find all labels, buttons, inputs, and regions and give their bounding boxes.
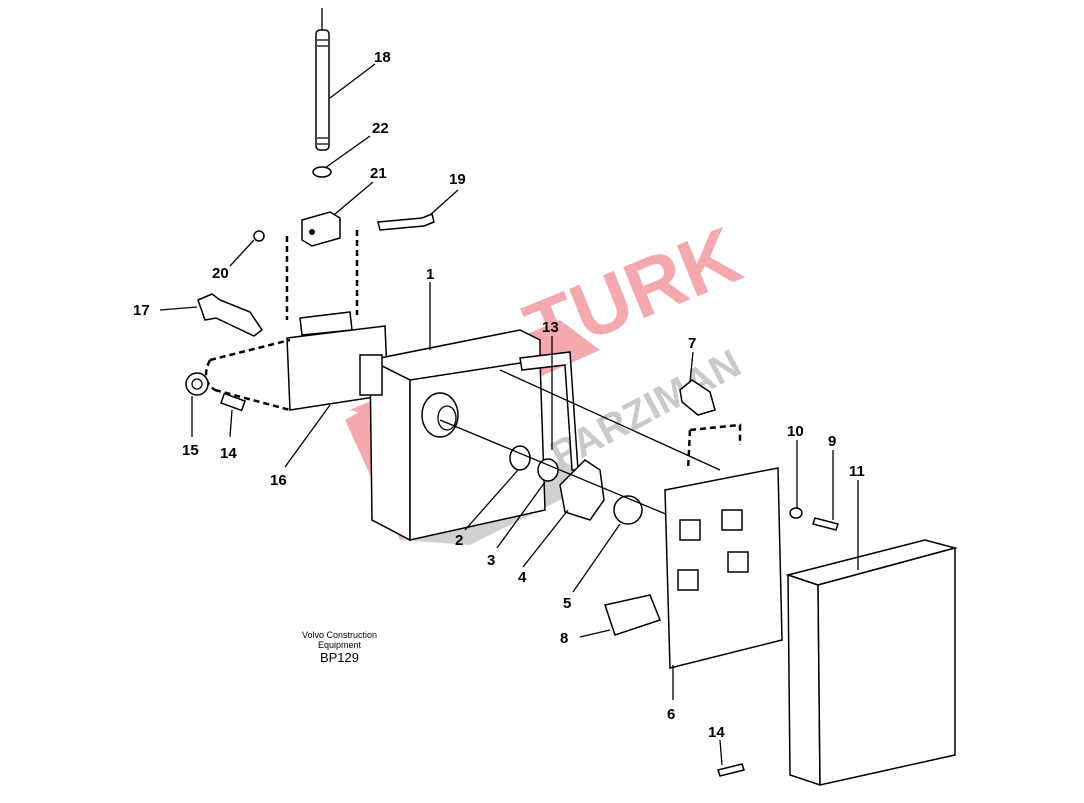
part-5-star-washer [613,495,643,525]
part-8-connector [604,594,661,636]
part-15-nut [185,372,209,396]
label-19: 19 [449,171,466,188]
label-2: 2 [455,532,463,549]
caption-line-1: Volvo Construction [301,630,378,640]
label-11: 11 [849,463,865,480]
label-5: 5 [563,595,571,612]
label-14-bottom: 14 [708,724,725,741]
label-7: 7 [688,335,696,352]
label-1: 1 [426,266,434,283]
part-2-bushing [509,445,531,471]
dashed-guide [285,230,359,320]
label-20: 20 [212,265,229,282]
leader-lines [159,63,859,766]
label-21: 21 [370,165,387,182]
label-22: 22 [372,120,389,137]
label-18: 18 [374,49,391,66]
part-18-rod [315,8,330,151]
label-8: 8 [560,630,568,647]
label-14-left: 14 [220,445,237,462]
label-9: 9 [828,433,836,450]
caption-code: BP129 [319,650,360,665]
label-3: 3 [487,552,495,569]
label-17: 17 [133,302,150,319]
part-3-washer [537,458,559,482]
label-10: 10 [787,423,804,440]
part-17-bolt [197,293,264,337]
label-13: 13 [542,319,559,336]
diagram-caption: Volvo Construction Equipment BP129 [282,630,397,666]
part-6-panel [664,467,783,669]
part-9-screw [812,517,839,531]
part-7-switch [679,379,716,416]
part-14-screw-bottom [717,763,745,777]
label-4: 4 [518,569,527,586]
part-1-housing [359,329,579,542]
part-20-nut [253,230,265,242]
part-11-cover [785,539,958,787]
label-15: 15 [182,442,199,459]
part-22-washer [312,166,332,178]
dashed-loop [204,338,291,412]
label-16: 16 [270,472,287,489]
part-14-screw-left [219,392,247,412]
caption-line-2: Equipment [317,640,362,650]
part-19-screw [377,212,435,231]
label-6: 6 [667,706,675,723]
part-10-washer [789,507,803,519]
part-21-block [301,211,341,247]
dashed-guide-2 [686,423,742,471]
